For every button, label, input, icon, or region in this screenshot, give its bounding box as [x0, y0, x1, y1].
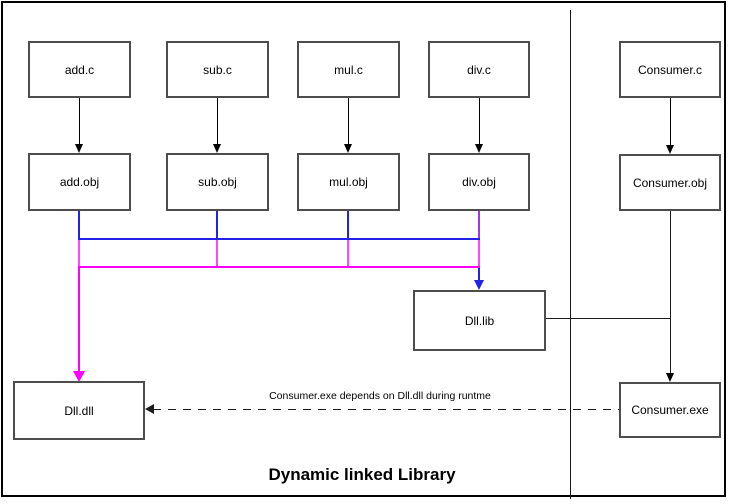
section-divider-line	[570, 10, 571, 499]
node-add-obj-label: add.obj	[59, 175, 100, 189]
node-consumer-exe: Consumer.exe	[619, 382, 721, 438]
node-sub-obj: sub.obj	[166, 153, 269, 211]
node-sub-c: sub.c	[166, 41, 269, 98]
edge-sub-obj-dll-drop	[216, 240, 218, 267]
node-mul-obj: mul.obj	[297, 153, 400, 211]
node-mul-c: mul.c	[297, 41, 400, 98]
edge-add-c-to-obj	[79, 98, 80, 144]
node-sub-obj-label: sub.obj	[198, 175, 237, 189]
edge-mul-c-to-obj	[348, 98, 349, 144]
node-sub-c-label: sub.c	[203, 62, 232, 77]
node-consumer-c: Consumer.c	[619, 41, 721, 98]
arrowhead-consumer-exe	[666, 373, 674, 382]
arrowhead-dll-dll	[73, 371, 85, 382]
arrowhead-mul-obj	[344, 144, 352, 153]
edge-sub-c-to-obj	[217, 98, 218, 144]
node-add-obj: add.obj	[28, 153, 131, 211]
node-dll-dll: Dll.dll	[13, 381, 145, 440]
outer-border	[1, 1, 726, 497]
edge-bus-to-dll-dll	[78, 266, 80, 371]
node-dll-lib-label: Dll.lib	[464, 313, 495, 328]
edge-div-obj-lib-drop	[478, 211, 480, 239]
edge-dll-lib-to-consumer-link	[546, 318, 670, 319]
node-dll-lib: Dll.lib	[413, 290, 546, 351]
diagram-title: Dynamic linked Library	[268, 465, 456, 484]
node-mul-obj-label: mul.obj	[329, 175, 368, 189]
node-dll-dll-label: Dll.dll	[64, 403, 94, 418]
node-div-obj-label: div.obj	[462, 175, 496, 189]
edge-consumer-obj-to-exe	[670, 211, 671, 373]
edge-mul-obj-lib-drop	[347, 211, 349, 239]
node-consumer-c-label: Consumer.c	[637, 62, 703, 77]
edge-add-obj-lib-drop	[78, 211, 80, 239]
dll-link-bus	[78, 266, 480, 268]
node-consumer-exe-label: Consumer.exe	[631, 403, 709, 417]
runtime-dependency-note: Consumer.exe depends on Dll.dll during r…	[269, 390, 491, 402]
node-add-c-label: add.c	[64, 62, 95, 77]
arrowhead-dll-lib	[474, 280, 484, 290]
node-add-c: add.c	[28, 41, 131, 98]
node-consumer-obj-label: Consumer.obj	[632, 175, 708, 190]
edge-sub-obj-lib-drop	[216, 211, 218, 239]
arrowhead-runtime-dependency	[145, 404, 154, 414]
edge-mul-obj-dll-drop	[347, 240, 349, 267]
node-div-c: div.c	[428, 41, 530, 98]
arrowhead-sub-obj	[213, 144, 221, 153]
arrowhead-div-obj	[475, 144, 483, 153]
edge-div-obj-dll-drop	[478, 240, 480, 267]
edge-div-c-to-obj	[479, 98, 480, 144]
node-div-c-label: div.c	[467, 62, 491, 77]
arrowhead-add-obj	[75, 144, 83, 153]
lib-link-bus	[78, 238, 480, 240]
edge-add-obj-dll-drop	[78, 240, 80, 267]
node-div-obj: div.obj	[428, 153, 530, 211]
node-mul-c-label: mul.c	[334, 62, 363, 77]
edge-runtime-dependency-dashed	[153, 409, 619, 410]
node-consumer-obj: Consumer.obj	[619, 154, 721, 211]
edge-consumer-c-to-obj	[670, 98, 671, 145]
arrowhead-consumer-obj	[666, 145, 674, 154]
